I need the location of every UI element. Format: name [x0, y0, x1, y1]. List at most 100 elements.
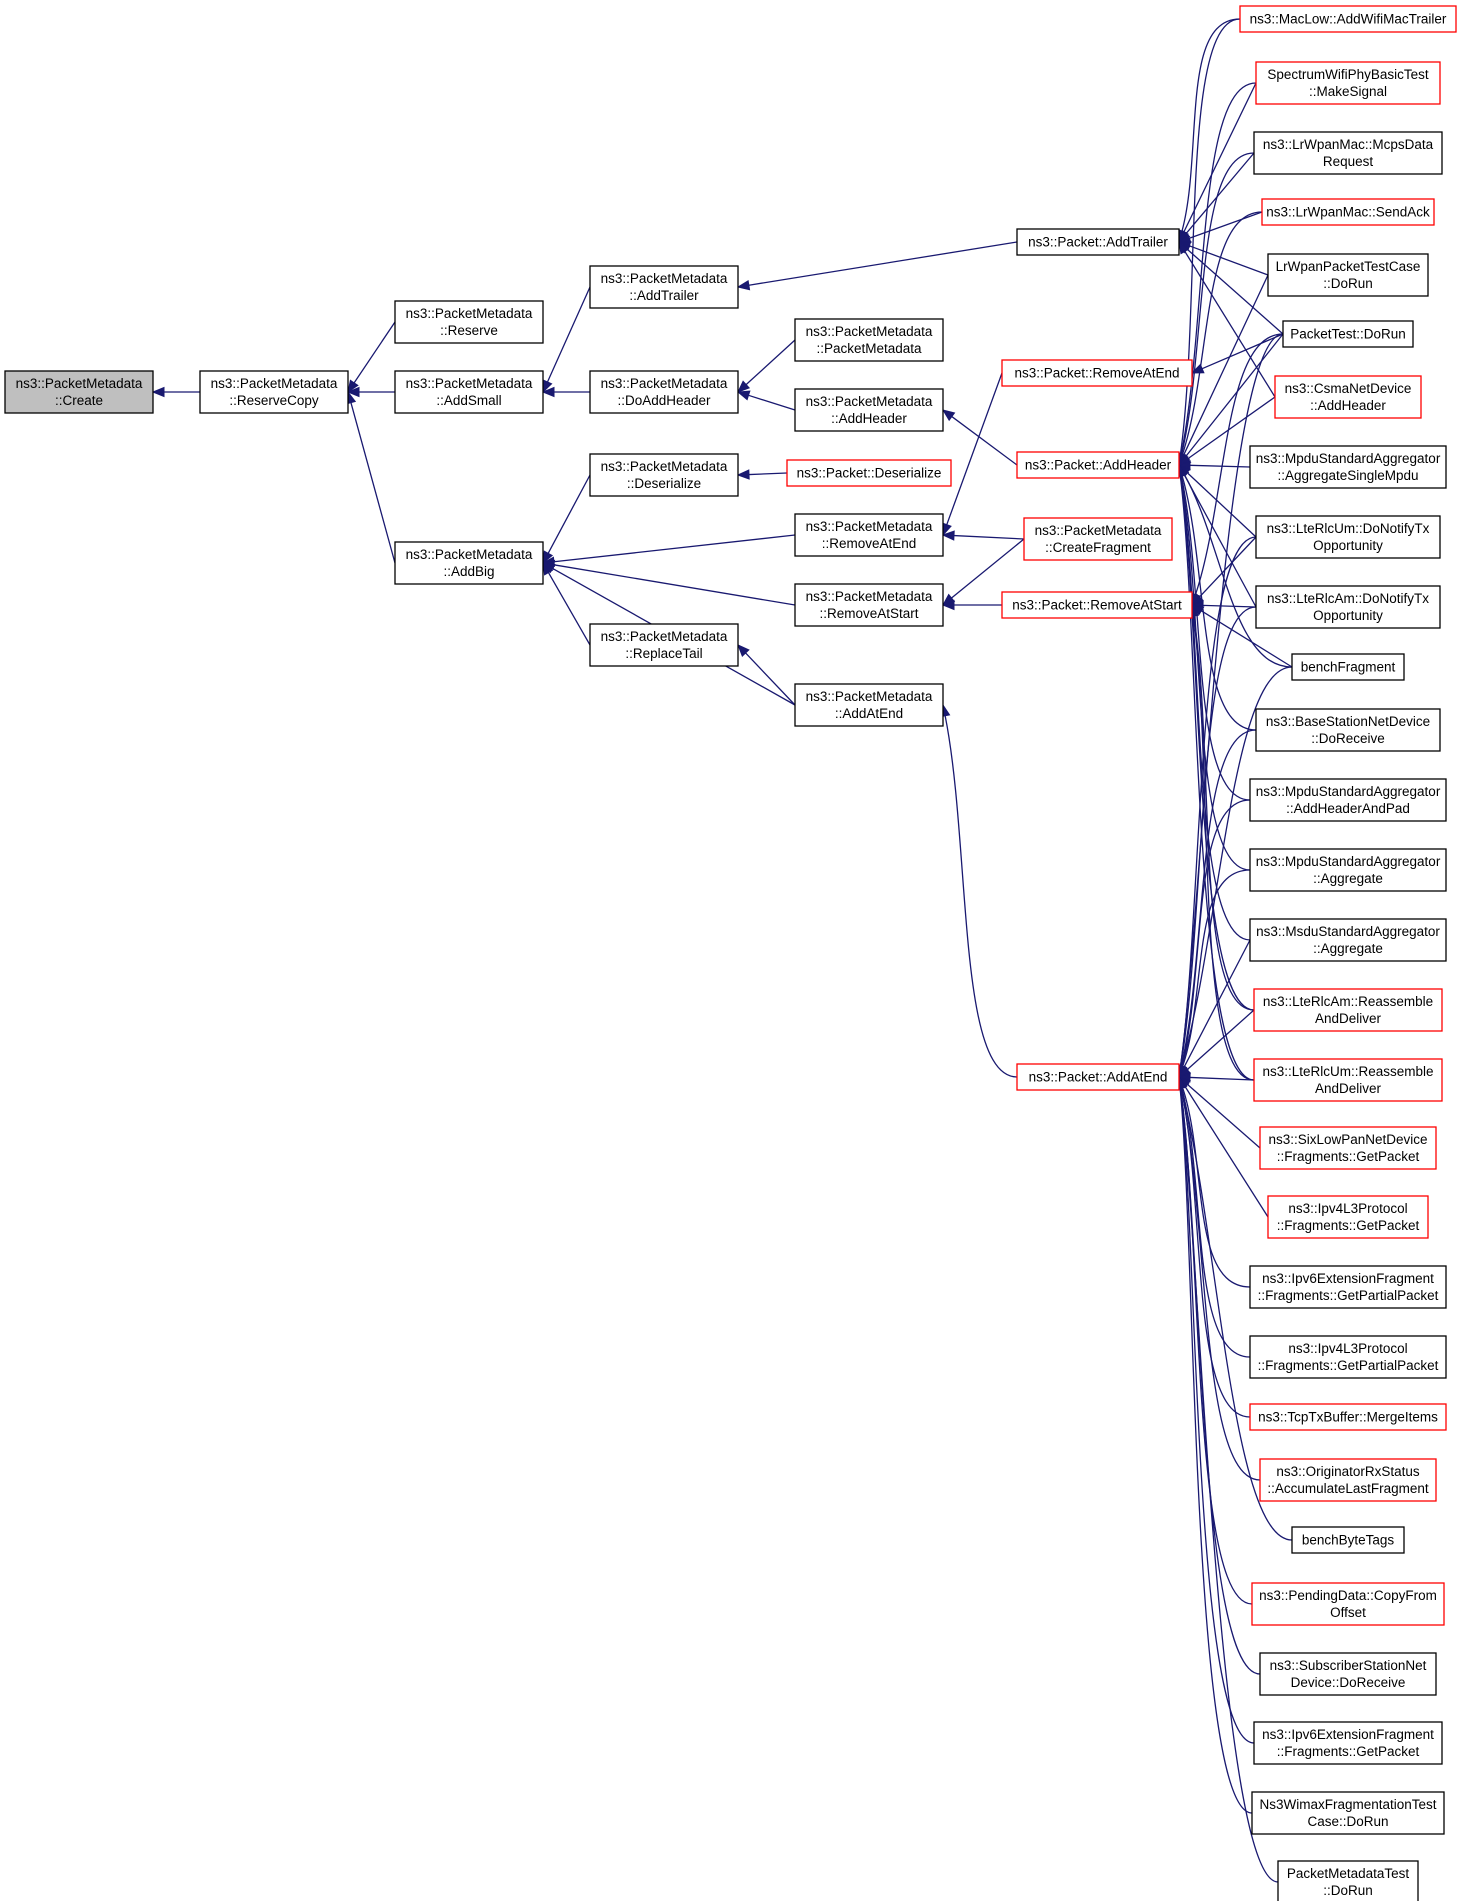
- edge-line: [1185, 333, 1284, 457]
- edge-line: [1181, 799, 1251, 1067]
- edge-line: [1189, 245, 1269, 276]
- node-pm_addtrailer[interactable]: ns3::PacketMetadata::AddTrailer: [589, 265, 739, 309]
- node-label: AndDeliver: [1315, 1011, 1382, 1026]
- node-r_mpduagg1[interactable]: ns3::MpduStandardAggregator::AggregateSi…: [1249, 445, 1447, 489]
- edge-arrowhead: [1178, 240, 1190, 255]
- node-addbig[interactable]: ns3::PacketMetadata::AddBig: [394, 541, 544, 585]
- edge-arrowhead: [346, 386, 360, 398]
- edge-r_packettest-to-p_removeatstart: [1190, 333, 1284, 607]
- node-box: [1016, 451, 1180, 479]
- node-r_benchfrag[interactable]: benchFragment: [1291, 653, 1405, 681]
- node-p_removeatend[interactable]: ns3::Packet::RemoveAtEnd: [1001, 359, 1193, 387]
- node-box: [1001, 359, 1193, 387]
- node-r_sixlowpan[interactable]: ns3::SixLowPanNetDevice::Fragments::GetP…: [1259, 1126, 1437, 1170]
- node-pm_ctor[interactable]: ns3::PacketMetadata::PacketMetadata: [794, 318, 944, 362]
- node-label: ::AccumulateLastFragment: [1267, 1481, 1429, 1496]
- node-pm_addatend[interactable]: ns3::PacketMetadata::AddAtEnd: [794, 683, 944, 727]
- node-pm_addheader[interactable]: ns3::PacketMetadata::AddHeader: [794, 388, 944, 432]
- node-r_maclow[interactable]: ns3::MacLow::AddWifiMacTrailer: [1239, 5, 1457, 33]
- edge-line: [1180, 82, 1257, 455]
- node-box: [1259, 1458, 1437, 1502]
- node-r_subscriber[interactable]: ns3::SubscriberStationNetDevice::DoRecei…: [1259, 1652, 1437, 1696]
- node-r_csma[interactable]: ns3::CsmaNetDevice::AddHeader: [1274, 375, 1422, 419]
- node-label: ns3::CsmaNetDevice: [1285, 381, 1412, 396]
- node-create[interactable]: ns3::PacketMetadata::Create: [4, 370, 154, 414]
- node-box: [589, 453, 739, 497]
- node-r_benchbyte[interactable]: benchByteTags: [1291, 1526, 1405, 1554]
- edge-line: [1183, 939, 1251, 1068]
- node-label: ns3::PacketMetadata: [1035, 523, 1162, 538]
- node-label: AndDeliver: [1315, 1081, 1382, 1096]
- node-r_tcptx[interactable]: ns3::TcpTxBuffer::MergeItems: [1249, 1403, 1447, 1431]
- node-r_basestation[interactable]: ns3::BaseStationNetDevice::DoReceive: [1255, 708, 1441, 752]
- node-pm_doaddheader[interactable]: ns3::PacketMetadata::DoAddHeader: [589, 370, 739, 414]
- node-pm_replacetail[interactable]: ns3::PacketMetadata::ReplaceTail: [589, 623, 739, 667]
- node-p_addheader[interactable]: ns3::Packet::AddHeader: [1016, 451, 1180, 479]
- edge-line: [1202, 604, 1257, 608]
- node-r_ipv6getpacket[interactable]: ns3::Ipv6ExtensionFragment::Fragments::G…: [1253, 1721, 1443, 1765]
- edge-line: [1179, 475, 1255, 1081]
- node-box: [1016, 228, 1180, 256]
- node-r_ipv4partial[interactable]: ns3::Ipv4L3Protocol::Fragments::GetParti…: [1249, 1335, 1447, 1379]
- node-p_deserialize[interactable]: ns3::Packet::Deserialize: [786, 459, 952, 487]
- edge-line: [1183, 274, 1269, 456]
- node-label: ::Create: [55, 393, 103, 408]
- node-box: [1249, 1335, 1447, 1379]
- node-r_spectrum[interactable]: SpectrumWifiPhyBasicTest::MakeSignal: [1255, 61, 1441, 105]
- node-r_mpduagg2[interactable]: ns3::MpduStandardAggregator::Aggregate: [1249, 848, 1447, 892]
- node-r_sendack[interactable]: ns3::LrWpanMac::SendAck: [1261, 198, 1435, 226]
- node-r_ipv6partial[interactable]: ns3::Ipv6ExtensionFragment::Fragments::G…: [1249, 1265, 1447, 1309]
- node-box: [1249, 848, 1447, 892]
- edge-arrowhead: [347, 379, 359, 394]
- node-r_msduagg[interactable]: ns3::MsduStandardAggregator::Aggregate: [1249, 918, 1447, 962]
- edge-line: [1181, 211, 1263, 455]
- edge-line: [1183, 474, 1257, 608]
- edge-line: [1192, 615, 1255, 1081]
- node-reserve[interactable]: ns3::PacketMetadata::Reserve: [394, 300, 544, 344]
- edge-line: [1180, 475, 1251, 801]
- edge-p_removeatend-to-pm_removeatend: [942, 372, 1003, 537]
- node-label: ns3::PacketMetadata: [806, 689, 933, 704]
- node-label: ns3::SubscriberStationNet: [1270, 1658, 1427, 1673]
- node-pm_createfragment[interactable]: ns3::PacketMetadata::CreateFragment: [1023, 517, 1173, 561]
- node-box: [1249, 1265, 1447, 1309]
- node-reservecopy[interactable]: ns3::PacketMetadata::ReserveCopy: [199, 370, 349, 414]
- node-p_addatend[interactable]: ns3::Packet::AddAtEnd: [1016, 1063, 1180, 1091]
- node-label: ::DoRun: [1323, 1883, 1373, 1898]
- node-r_mpduaddhdr[interactable]: ns3::MpduStandardAggregator::AddHeaderAn…: [1249, 778, 1447, 822]
- edge-line: [1186, 1009, 1255, 1071]
- node-r_lrwpantest[interactable]: LrWpanPacketTestCase::DoRun: [1267, 253, 1429, 297]
- node-pm_deserialize[interactable]: ns3::PacketMetadata::Deserialize: [589, 453, 739, 497]
- node-p_removeatstart[interactable]: ns3::Packet::RemoveAtStart: [1001, 591, 1193, 619]
- edge-line: [1179, 1087, 1253, 1814]
- node-label: SpectrumWifiPhyBasicTest: [1267, 67, 1429, 82]
- node-addsmall[interactable]: ns3::PacketMetadata::AddSmall: [394, 370, 544, 414]
- node-label: benchByteTags: [1302, 1533, 1395, 1548]
- edge-line: [1187, 396, 1276, 460]
- edge-line: [547, 474, 591, 554]
- edge-line: [1184, 251, 1276, 398]
- node-pm_removeatstart[interactable]: ns3::PacketMetadata::RemoveAtStart: [794, 583, 944, 627]
- node-box: [1253, 988, 1443, 1032]
- edge-line: [1179, 1087, 1255, 1744]
- node-r_pmtest[interactable]: PacketMetadataTest::DoRun: [1277, 1860, 1419, 1901]
- node-pm_removeatend[interactable]: ns3::PacketMetadata::RemoveAtEnd: [794, 513, 944, 557]
- node-r_originator[interactable]: ns3::OriginatorRxStatus::AccumulateLastF…: [1259, 1458, 1437, 1502]
- edge-line: [1194, 333, 1284, 595]
- node-p_addtrailer[interactable]: ns3::Packet::AddTrailer: [1016, 228, 1180, 256]
- node-label: ns3::Packet::AddTrailer: [1028, 235, 1168, 250]
- node-label: ::RemoveAtStart: [819, 606, 918, 621]
- edge-p_deserialize-to-pm_deserialize: [736, 469, 788, 480]
- node-label: ns3::PacketMetadata: [601, 629, 728, 644]
- node-r_ipv4frag[interactable]: ns3::Ipv4L3Protocol::Fragments::GetPacke…: [1267, 1195, 1429, 1239]
- node-label: benchFragment: [1301, 660, 1396, 675]
- node-r_packettest[interactable]: PacketTest::DoRun: [1282, 320, 1414, 348]
- edge-line: [951, 416, 1018, 466]
